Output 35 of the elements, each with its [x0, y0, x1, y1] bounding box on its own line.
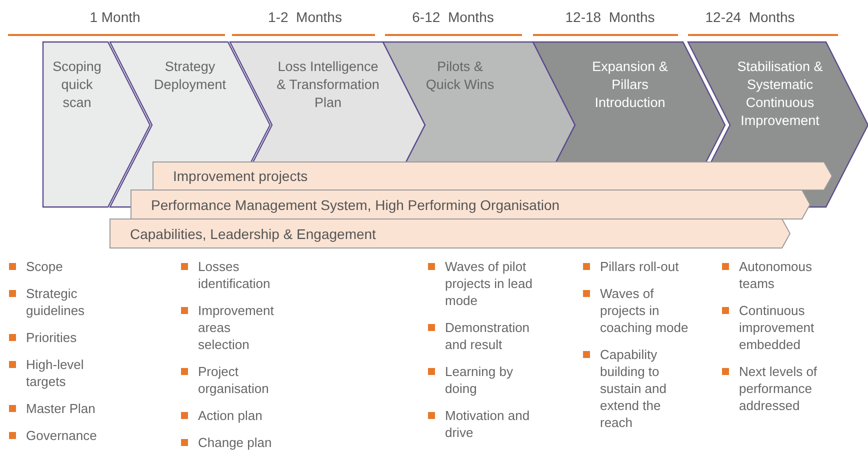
bullet-item: High-level targets [9, 356, 109, 390]
phase-title: Pilots & Quick Wins [424, 58, 496, 94]
bullet-item: Improvement areas selection [181, 302, 285, 353]
bullet-item: Waves of pilot projects in lead mode [428, 258, 537, 309]
bullet-item: Pillars roll-out [583, 258, 691, 275]
bullet-item: Demonstration and result [428, 319, 537, 353]
bullet-item: Losses identification [181, 258, 285, 292]
bullet-item: Continuous improvement embedded [722, 302, 831, 353]
phase-title: Scoping quick scan [52, 58, 102, 112]
bullet-item: Governance [9, 427, 109, 444]
bullet-item: Change plan [181, 434, 285, 451]
duration-label: 12-18 Months [565, 9, 655, 25]
band-label: Capabilities, Leadership & Engagement [130, 224, 376, 242]
bullet-item: Next levels of performance addressed [722, 363, 831, 414]
bullet-item: Waves of projects in coaching mode [583, 285, 691, 336]
duration-label: 1 Month [90, 9, 140, 25]
bullet-item: Project organisation [181, 363, 285, 397]
bullet-item: Master Plan [9, 400, 109, 417]
bullet-item: Strategic guidelines [9, 285, 109, 319]
duration-label: 12-24 Months [705, 9, 795, 25]
phase-title: Expansion & Pillars Introduction [591, 58, 669, 112]
bullet-item: Priorities [9, 329, 109, 346]
bullet-item: Motivation and drive [428, 407, 537, 441]
bullet-item: Learning by doing [428, 363, 537, 397]
bullet-item: Autonomous teams [722, 258, 831, 292]
bullet-item: Action plan [181, 407, 285, 424]
bullet-item: Capability building to sustain and extend the reach [583, 346, 691, 431]
duration-label: 1-2 Months [268, 9, 342, 25]
bullet-item: Scope [9, 258, 109, 275]
phase-title: Strategy Deployment [152, 58, 228, 94]
phase-title: Loss Intelligence & Transformation Plan [276, 58, 380, 112]
duration-label: 6-12 Months [412, 9, 494, 25]
band-label: Performance Management System, High Performing Organisation [151, 196, 560, 214]
phase-title: Stabilisation & Systematic Continuous Improvement [736, 58, 824, 130]
band-label: Improvement projects [173, 167, 308, 185]
